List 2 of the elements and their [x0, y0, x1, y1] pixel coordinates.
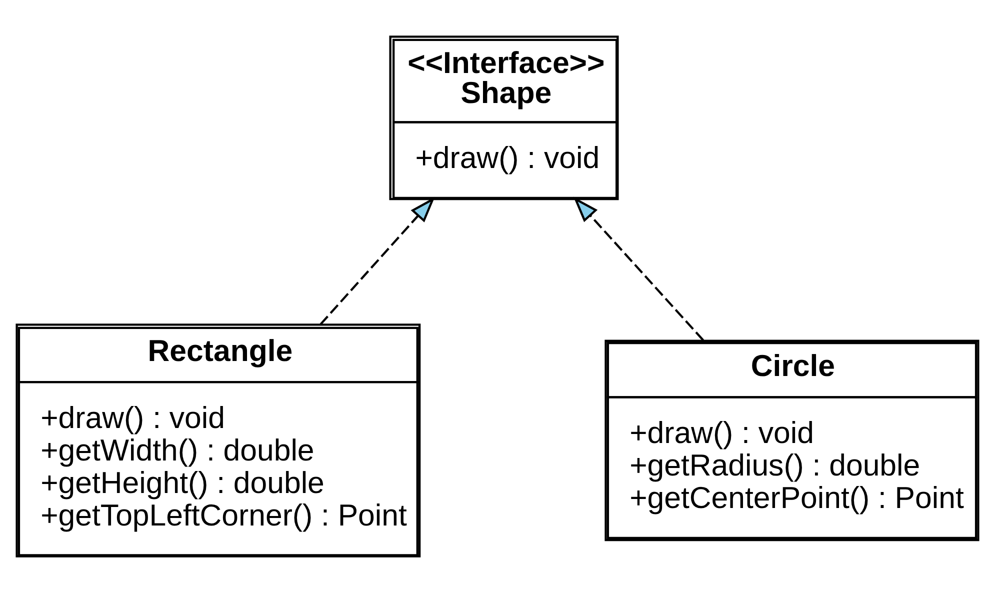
arrow — [573, 196, 704, 341]
arrow — [320, 196, 435, 326]
